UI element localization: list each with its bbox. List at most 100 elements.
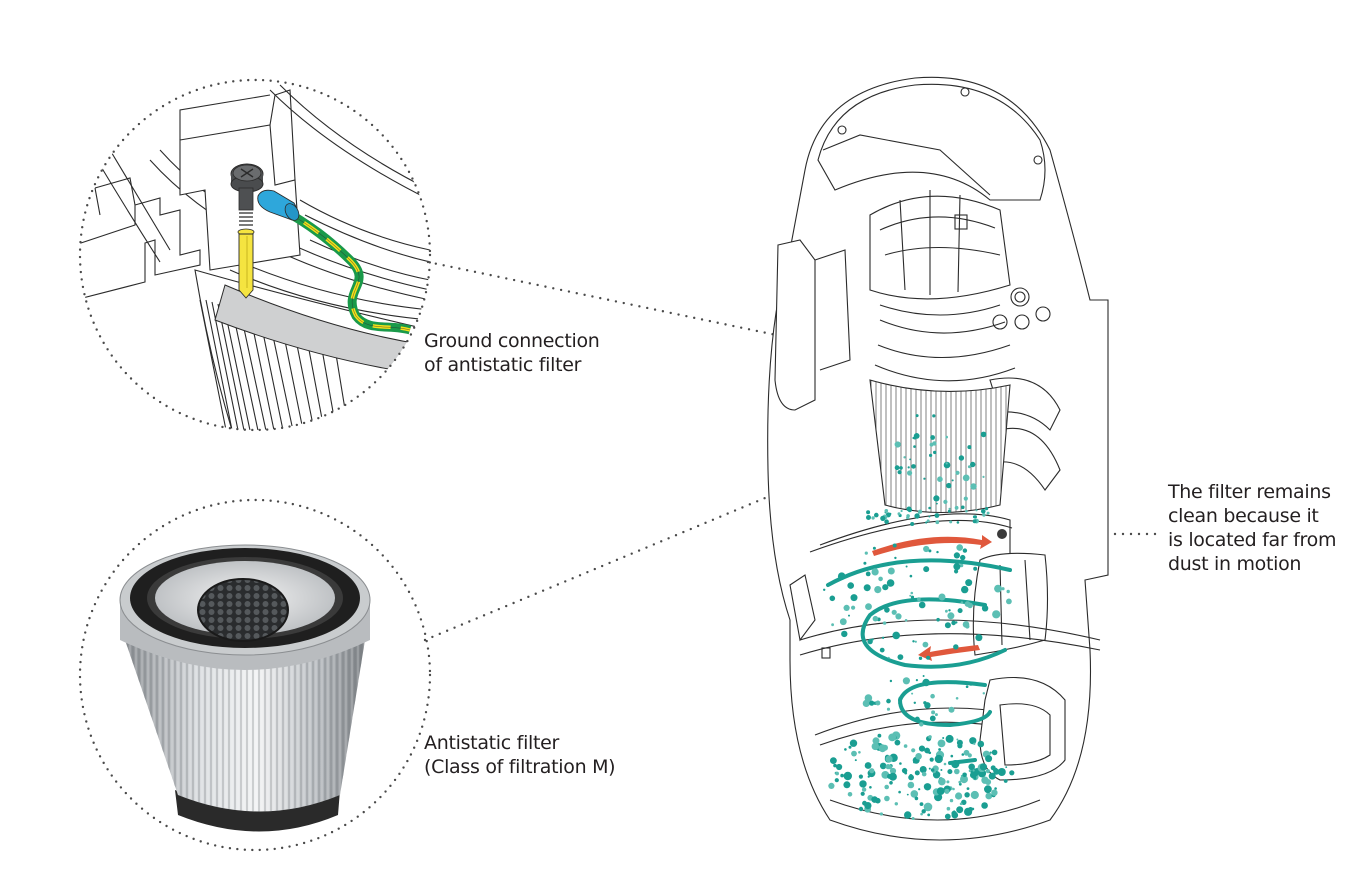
dust-particle <box>982 692 985 695</box>
dust-particle <box>929 757 934 762</box>
dust-particle <box>907 781 915 789</box>
dust-particle <box>928 506 931 510</box>
central-vacuum-unit <box>767 76 1109 841</box>
dust-particle <box>919 766 927 773</box>
dust-particle <box>969 737 977 745</box>
dust-particle <box>967 602 973 609</box>
spring-icon <box>239 212 253 226</box>
dust-particle <box>863 584 871 592</box>
dust-particle <box>1009 770 1015 776</box>
dust-particle <box>923 477 926 480</box>
dust-particles <box>823 414 1015 820</box>
dust-particle <box>972 769 975 772</box>
dust-particle <box>958 782 962 786</box>
dust-particle <box>847 792 853 797</box>
dust-particle <box>952 787 955 791</box>
dust-particle <box>946 482 952 489</box>
dust-particle <box>899 466 903 470</box>
dust-particle <box>935 520 940 525</box>
dust-particle <box>869 786 872 789</box>
dust-particle <box>1003 779 1008 783</box>
dust-particle <box>841 630 848 638</box>
dust-particle <box>975 509 978 512</box>
dust-particle <box>986 511 990 515</box>
dust-particle <box>970 771 977 779</box>
dust-particle <box>894 802 898 806</box>
dust-particle <box>884 607 890 613</box>
dust-particle <box>955 792 963 800</box>
dust-particle <box>943 461 951 469</box>
dust-particle <box>957 743 963 749</box>
dust-particle <box>884 519 889 524</box>
dust-particle <box>889 679 893 683</box>
dust-particle <box>948 609 951 612</box>
dust-particle <box>918 601 926 609</box>
dust-particle <box>940 769 943 771</box>
dust-particle <box>977 740 985 748</box>
dust-particle <box>973 742 976 745</box>
dust-particle <box>973 566 978 571</box>
dust-particle <box>912 640 915 643</box>
dust-particle <box>871 742 879 751</box>
dust-particle <box>943 499 948 504</box>
dust-particle <box>918 745 926 752</box>
dust-particle <box>1006 589 1010 594</box>
dust-particle <box>906 514 910 518</box>
callout-line: is located far from <box>1168 529 1337 551</box>
dust-particle <box>965 579 973 587</box>
dust-particle <box>1006 598 1012 605</box>
dust-particle <box>903 744 908 748</box>
dust-particle <box>892 631 900 640</box>
dust-particle <box>959 563 964 568</box>
dust-particle <box>923 545 930 553</box>
dust-particle <box>920 598 923 601</box>
dust-particle <box>907 466 910 469</box>
dust-particle <box>934 754 943 764</box>
phillips-head-icon <box>240 168 254 178</box>
dust-particle <box>894 441 901 448</box>
dust-particle <box>886 707 891 711</box>
dust-particle <box>836 763 843 771</box>
dust-particle <box>962 474 970 482</box>
dust-particle <box>879 647 885 653</box>
dust-particle <box>871 516 875 520</box>
dust-particle <box>937 476 943 483</box>
dust-particle <box>914 796 919 801</box>
dust-particle <box>872 546 876 550</box>
dust-particle <box>904 619 908 622</box>
dust-particle <box>918 788 921 791</box>
dust-particle <box>954 768 960 775</box>
dust-particle <box>828 782 835 790</box>
dust-particle <box>938 777 946 786</box>
dust-particle <box>918 656 923 660</box>
dust-particle <box>981 605 989 612</box>
dust-particle <box>955 470 960 475</box>
dust-particle <box>972 515 976 519</box>
dust-particle <box>962 772 967 778</box>
dust-particle <box>882 621 887 625</box>
dust-particle <box>926 655 931 660</box>
dust-particle <box>945 734 954 743</box>
dust-particle <box>919 802 924 806</box>
dust-particle <box>840 773 844 778</box>
callout-line: clean because it <box>1168 505 1319 527</box>
dust-particle <box>953 810 956 813</box>
dust-particle <box>954 569 959 574</box>
dust-particle <box>960 601 964 604</box>
dust-particle <box>885 755 893 763</box>
dust-particle <box>969 681 973 686</box>
dust-particle <box>968 769 972 773</box>
dust-particle <box>933 450 937 455</box>
dust-particle <box>945 609 948 613</box>
dust-particle <box>961 585 969 594</box>
dust-particle <box>882 744 888 751</box>
detail-circle-outline <box>78 498 432 852</box>
dust-particle <box>858 806 864 812</box>
callout-antistatic-filter: Antistatic filter (Class of filtration M… <box>424 731 616 779</box>
dust-particle <box>864 551 868 555</box>
dust-particle <box>963 749 970 756</box>
dust-particle <box>905 565 908 568</box>
dust-particle <box>914 770 920 776</box>
dust-particle <box>948 507 951 510</box>
dust-particle <box>889 781 893 785</box>
